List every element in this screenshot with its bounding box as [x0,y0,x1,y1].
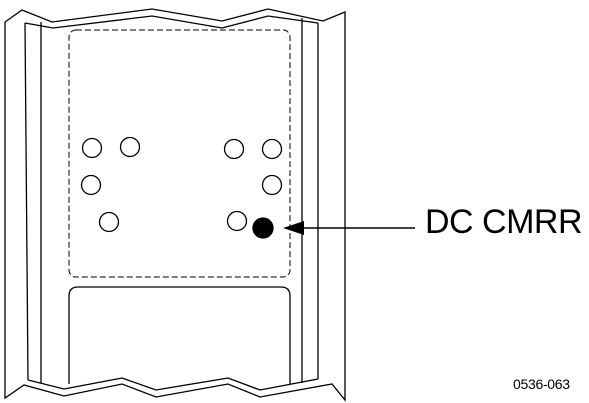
hole-open [119,136,141,158]
dc-cmrr-hole [252,217,274,239]
hole-open [226,210,248,232]
open-holes [80,136,283,233]
hole-open [80,174,102,196]
top-break-line [24,15,319,29]
dashed-component-area [68,29,291,278]
figure-id-label: 0536-063 [513,376,570,392]
lower-opening [68,286,291,384]
callout-arrowhead [283,221,304,235]
dc-cmrr-label: DC CMRR [425,203,583,241]
hole-open [81,137,103,159]
hole-open [98,211,120,233]
hole-open [261,138,283,160]
left-rail-outer [24,22,29,381]
board-outline [4,8,346,402]
hole-open [223,138,245,160]
bottom-break-line [27,377,319,391]
hole-open [261,174,283,196]
